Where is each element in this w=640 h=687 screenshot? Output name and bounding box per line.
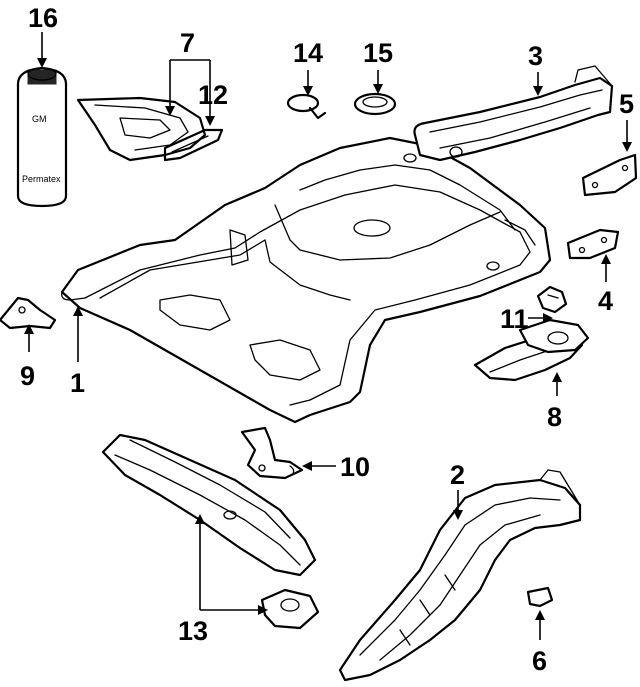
- callout-2: 2: [450, 460, 465, 490]
- holddown-13-part: [260, 588, 320, 630]
- arrow-7a: [165, 106, 175, 116]
- callout-14: 14: [293, 38, 323, 68]
- callout-13: 13: [178, 616, 208, 646]
- arrow-10: [302, 461, 312, 471]
- callout-3: 3: [528, 41, 543, 71]
- arrow-12: [205, 116, 215, 126]
- bracket-9-part: [0, 296, 57, 330]
- bracket-4-part: [566, 228, 620, 260]
- panel-7-part: [76, 96, 207, 162]
- rail-extension-part: [413, 65, 614, 162]
- callout-5: 5: [619, 89, 634, 119]
- arrow-6: [535, 610, 545, 620]
- arrow-9: [24, 324, 34, 334]
- can-brand: Permatex: [22, 174, 61, 184]
- callout-labels: 16 7 12 14 15 3 5 4 11 8 1 9 10 2 13 6: [20, 3, 634, 676]
- callout-9: 9: [20, 361, 35, 391]
- arrow-11: [543, 313, 553, 323]
- arrow-13b: [258, 605, 268, 615]
- clip-6-part: [526, 586, 554, 608]
- crossmember-13-part: [101, 433, 317, 577]
- arrow-16: [37, 58, 47, 68]
- wheelhouse-panel-part: [338, 469, 582, 682]
- callout-6: 6: [532, 646, 547, 676]
- arrow-14: [303, 86, 313, 96]
- arrow-13a: [195, 514, 205, 524]
- callout-11: 11: [500, 304, 529, 334]
- arrow-3: [533, 86, 543, 96]
- arrow-2: [453, 510, 463, 520]
- can-logo: GM: [32, 114, 47, 124]
- arrow-5: [622, 142, 632, 152]
- bracket-11-base-part: [518, 318, 590, 354]
- bracket-10-part: [240, 426, 304, 480]
- arrow-1: [73, 306, 83, 316]
- leader-7: [169, 59, 211, 118]
- callout-16: 16: [28, 3, 58, 33]
- plug-15-part: [353, 92, 397, 116]
- floor-pan-part: [60, 136, 552, 424]
- callout-10: 10: [340, 452, 370, 482]
- leader-lines: [24, 32, 632, 640]
- arrow-15: [373, 84, 383, 94]
- callout-7: 7: [180, 28, 195, 58]
- bracket-5-part: [581, 153, 638, 197]
- arrow-4: [601, 254, 611, 264]
- callout-4: 4: [598, 286, 613, 316]
- strap-12-part: [163, 128, 224, 162]
- callout-8: 8: [547, 402, 562, 432]
- sealant-can-part: GM Permatex: [16, 66, 68, 208]
- callout-1: 1: [70, 368, 85, 398]
- leader-13: [199, 522, 260, 611]
- callout-12: 12: [198, 80, 228, 110]
- callout-15: 15: [363, 38, 393, 68]
- plug-11-part: [536, 285, 568, 314]
- clip-14-part: [286, 93, 327, 120]
- arrow-8: [552, 372, 562, 382]
